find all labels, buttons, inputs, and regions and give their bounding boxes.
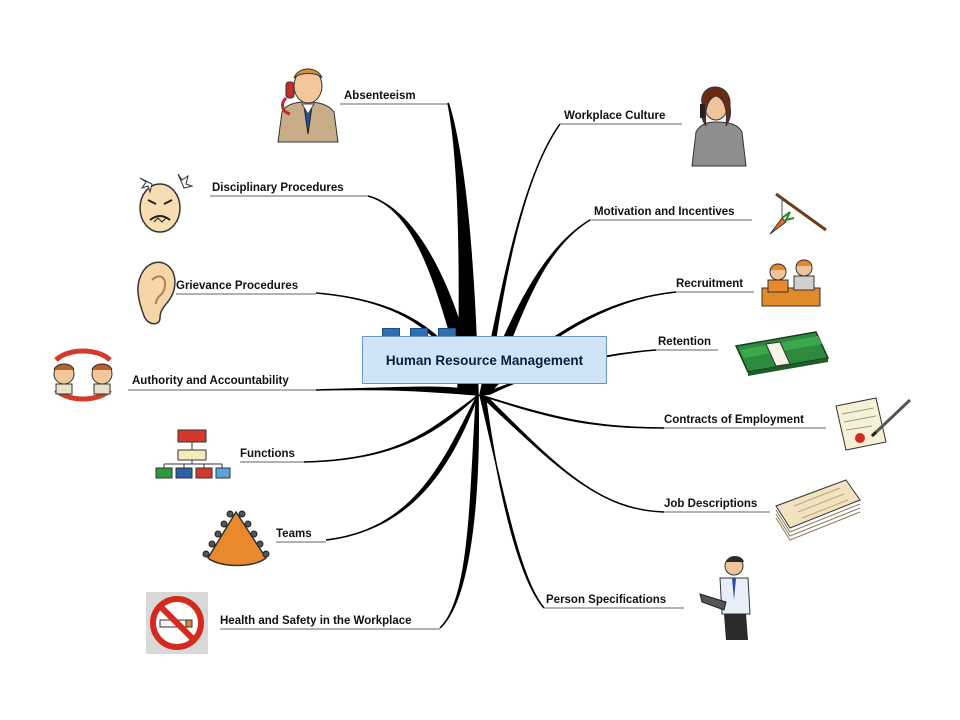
central-topic-box[interactable]: Human Resource Management: [362, 336, 607, 384]
branch-health-safety[interactable]: Health and Safety in the Workplace: [220, 615, 412, 627]
branch-authority-accountability[interactable]: Authority and Accountability: [132, 375, 289, 387]
ear-icon: [137, 261, 176, 325]
branch-retention[interactable]: Retention: [658, 336, 712, 348]
branch-job-descriptions[interactable]: Job Descriptions: [664, 498, 758, 510]
branch-absenteeism[interactable]: Absenteeism: [344, 90, 416, 102]
branch-disciplinary-procedures[interactable]: Disciplinary Procedures: [212, 182, 344, 194]
no-smoking-icon: [146, 592, 208, 654]
document-stack-icon: [775, 479, 861, 541]
angry-face-icon: [139, 173, 194, 233]
connector-teams-body: [325, 394, 479, 541]
branch-workplace-culture[interactable]: Workplace Culture: [564, 110, 666, 122]
central-topic-title: Human Resource Management: [385, 352, 584, 368]
branch-motivation-incentives[interactable]: Motivation and Incentives: [594, 206, 735, 218]
interview-icon: [761, 259, 821, 307]
signed-contract-icon: [835, 397, 912, 451]
connector-health-body: [439, 394, 479, 629]
woman-on-phone-icon: [691, 86, 747, 167]
connector-jobdesc-body: [479, 394, 665, 513]
connector-authority-body: [315, 386, 479, 396]
branch-recruitment[interactable]: Recruitment: [676, 278, 744, 290]
branch-teams[interactable]: Teams: [276, 528, 312, 540]
connector-absenteeism-body: [447, 102, 479, 396]
branch-functions[interactable]: Functions: [240, 448, 295, 460]
branch-person-specifications[interactable]: Person Specifications: [546, 594, 667, 606]
connector-contracts-body: [479, 394, 665, 429]
branch-contracts-employment[interactable]: Contracts of Employment: [664, 414, 804, 426]
label-underlines: [128, 103, 826, 630]
money-stack-icon: [734, 331, 830, 376]
meeting-table-icon: [202, 510, 270, 567]
connector-personspecs-body: [479, 394, 545, 609]
two-people-arrows-icon: [53, 348, 113, 402]
carrot-on-stick-icon: [769, 192, 827, 235]
man-with-laptop-icon: [699, 556, 751, 640]
man-on-phone-icon: [277, 68, 339, 143]
org-chart-icon: [155, 429, 231, 479]
branch-grievance-procedures[interactable]: Grievance Procedures: [176, 280, 299, 292]
